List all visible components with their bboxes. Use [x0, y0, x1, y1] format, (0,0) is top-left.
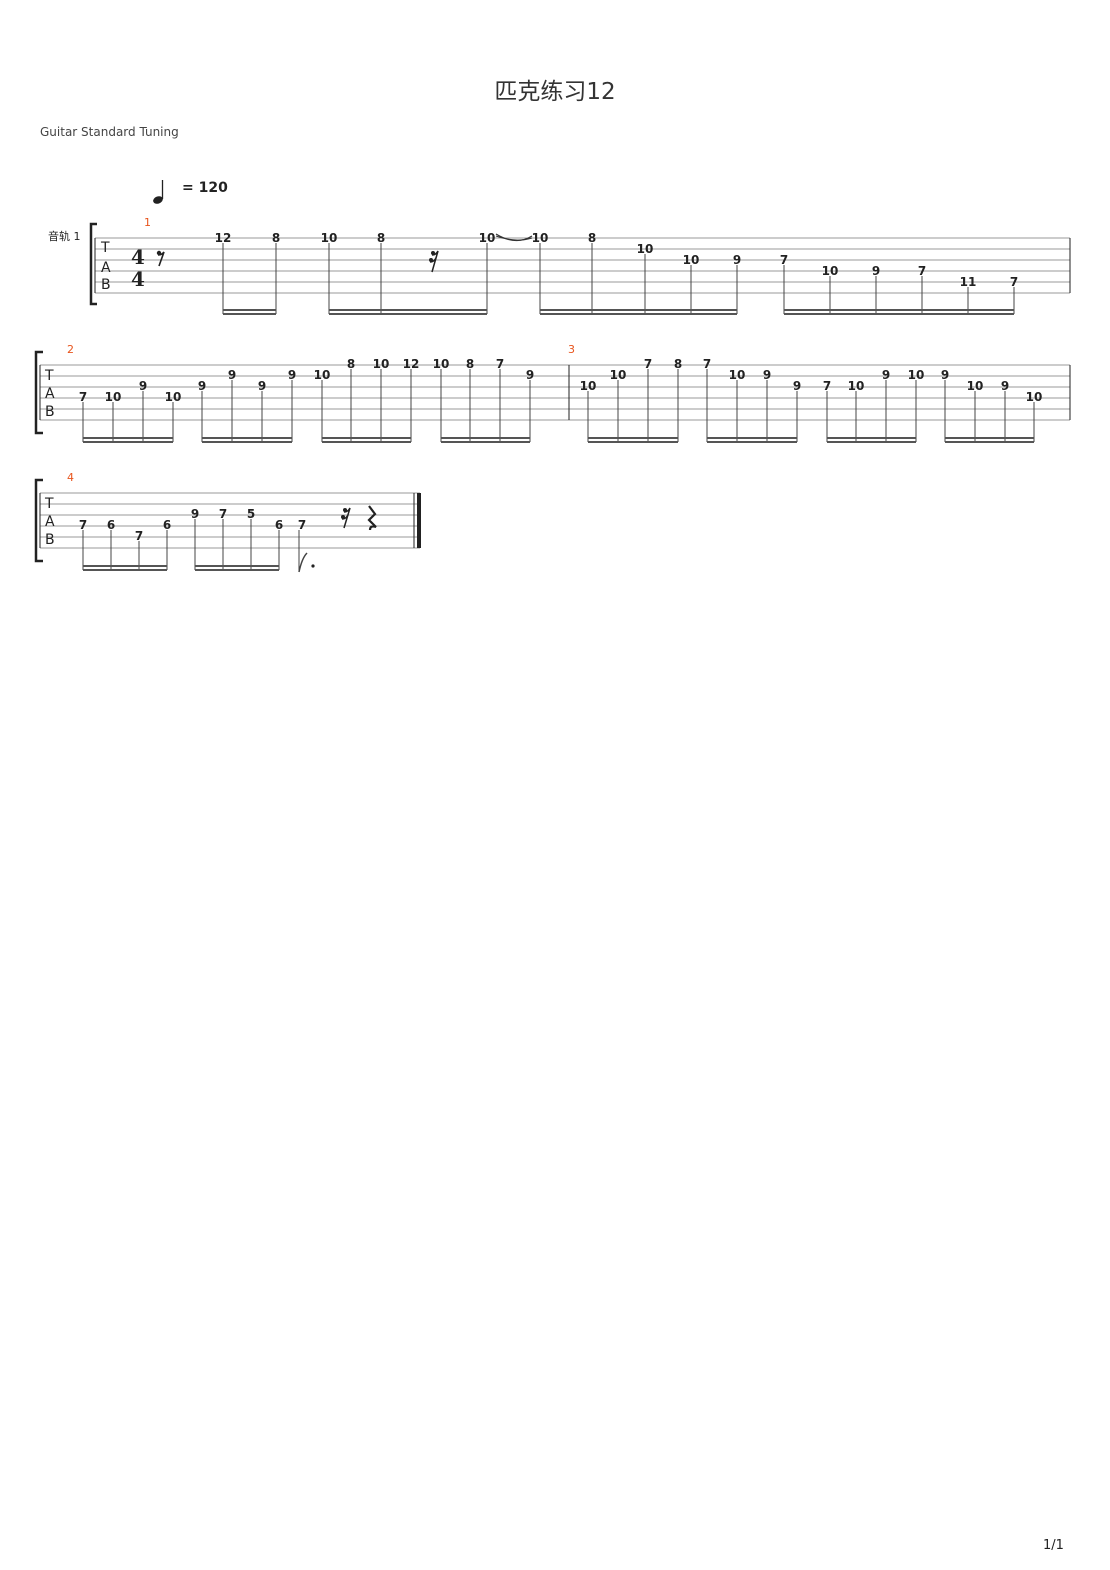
fret-number: 8 — [466, 357, 474, 371]
fret-number: 10 — [479, 231, 496, 245]
track-name: 音轨 1 — [48, 229, 81, 243]
fret-number: 7 — [703, 357, 711, 371]
measure-number: 4 — [67, 471, 74, 484]
fret-number: 9 — [733, 253, 741, 267]
tuning-label: Guitar Standard Tuning — [40, 125, 179, 139]
tab-clef-t: T — [44, 496, 54, 512]
fret-number: 10 — [729, 368, 746, 382]
page-title: 匹克练习12 — [494, 79, 616, 105]
fret-number: 8 — [588, 231, 596, 245]
fret-number: 9 — [1001, 379, 1009, 393]
fret-number: 10 — [314, 368, 331, 382]
fret-number: 7 — [135, 529, 143, 543]
fret-number: 8 — [272, 231, 280, 245]
measure-number: 2 — [67, 343, 74, 356]
fret-number: 7 — [918, 264, 926, 278]
fret-number: 8 — [347, 357, 355, 371]
tab-staff-3: T A B 4 7 — [34, 471, 421, 573]
fret-number: 7 — [298, 518, 306, 532]
system-bracket — [34, 478, 43, 563]
fret-number: 7 — [1010, 275, 1018, 289]
fret-number: 7 — [780, 253, 788, 267]
quarter-note-icon — [153, 180, 164, 204]
tab-staff-1: 音轨 1 T A B 4 4 1 — [48, 216, 1071, 315]
fret-number: 9 — [288, 368, 296, 382]
fret-number: 9 — [258, 379, 266, 393]
tempo-marking: = 120 — [150, 178, 228, 210]
measure-number: 3 — [568, 343, 575, 356]
fret-number: 12 — [403, 357, 420, 371]
fret-number: 9 — [191, 507, 199, 521]
fret-number: 7 — [79, 390, 87, 404]
fret-number: 8 — [674, 357, 682, 371]
final-barline-thick — [417, 493, 421, 548]
sixteenth-rest-icon — [341, 507, 351, 529]
fret-number: 10 — [532, 231, 549, 245]
fret-number: 6 — [163, 518, 171, 532]
fret-number: 9 — [882, 368, 890, 382]
tab-clef-a: A — [45, 386, 55, 402]
fret-number: 10 — [321, 231, 338, 245]
eighth-rest-icon — [156, 250, 165, 267]
fret-number: 7 — [644, 357, 652, 371]
fret-number: 10 — [433, 357, 450, 371]
fret-number: 10 — [105, 390, 122, 404]
tab-clef-b: B — [101, 277, 111, 293]
tab-clef-a: A — [101, 260, 111, 276]
dot-icon — [311, 564, 315, 568]
fret-number: 12 — [215, 231, 232, 245]
fret-number: 5 — [247, 507, 255, 521]
fret-number: 11 — [960, 275, 977, 289]
fret-number: 10 — [967, 379, 984, 393]
fret-number: 9 — [198, 379, 206, 393]
page-number: 1/1 — [1043, 1538, 1064, 1553]
fret-number: 8 — [377, 231, 385, 245]
fret-number: 9 — [526, 368, 534, 382]
fret-number: 9 — [139, 379, 147, 393]
tab-clef-t: T — [100, 240, 110, 256]
fret-number: 9 — [872, 264, 880, 278]
fret-number: 7 — [823, 379, 831, 393]
fret-number: 10 — [908, 368, 925, 382]
fret-number: 10 — [637, 242, 654, 256]
fret-number: 6 — [107, 518, 115, 532]
time-signature-bottom: 4 — [131, 267, 145, 291]
fret-number: 10 — [683, 253, 700, 267]
measure-number: 1 — [144, 216, 151, 229]
quarter-rest-icon — [367, 505, 377, 531]
fret-number: 7 — [219, 507, 227, 521]
fret-number: 10 — [848, 379, 865, 393]
tempo-value: = 120 — [182, 180, 228, 196]
fret-number: 9 — [763, 368, 771, 382]
sixteenth-rest-icon — [429, 250, 439, 273]
fret-number: 9 — [228, 368, 236, 382]
fret-number: 10 — [373, 357, 390, 371]
time-signature-top: 4 — [131, 245, 145, 269]
fret-number: 10 — [165, 390, 182, 404]
tab-clef-t: T — [44, 368, 54, 384]
fret-number: 9 — [793, 379, 801, 393]
fret-number: 10 — [580, 379, 597, 393]
staff-lines — [95, 237, 1070, 294]
tab-clef-b: B — [45, 404, 55, 420]
fret-number: 6 — [275, 518, 283, 532]
fret-number: 10 — [1026, 390, 1043, 404]
tab-staff-2: T A B 2 3 — [34, 343, 1071, 443]
eighth-flag-icon — [298, 552, 308, 573]
fret-number: 9 — [941, 368, 949, 382]
tab-clef-b: B — [45, 532, 55, 548]
fret-number: 10 — [610, 368, 627, 382]
system-bracket — [89, 222, 97, 306]
fret-number: 7 — [496, 357, 504, 371]
tab-clef-a: A — [45, 514, 55, 530]
fret-number: 7 — [79, 518, 87, 532]
fret-number: 10 — [822, 264, 839, 278]
system-bracket — [34, 350, 43, 435]
